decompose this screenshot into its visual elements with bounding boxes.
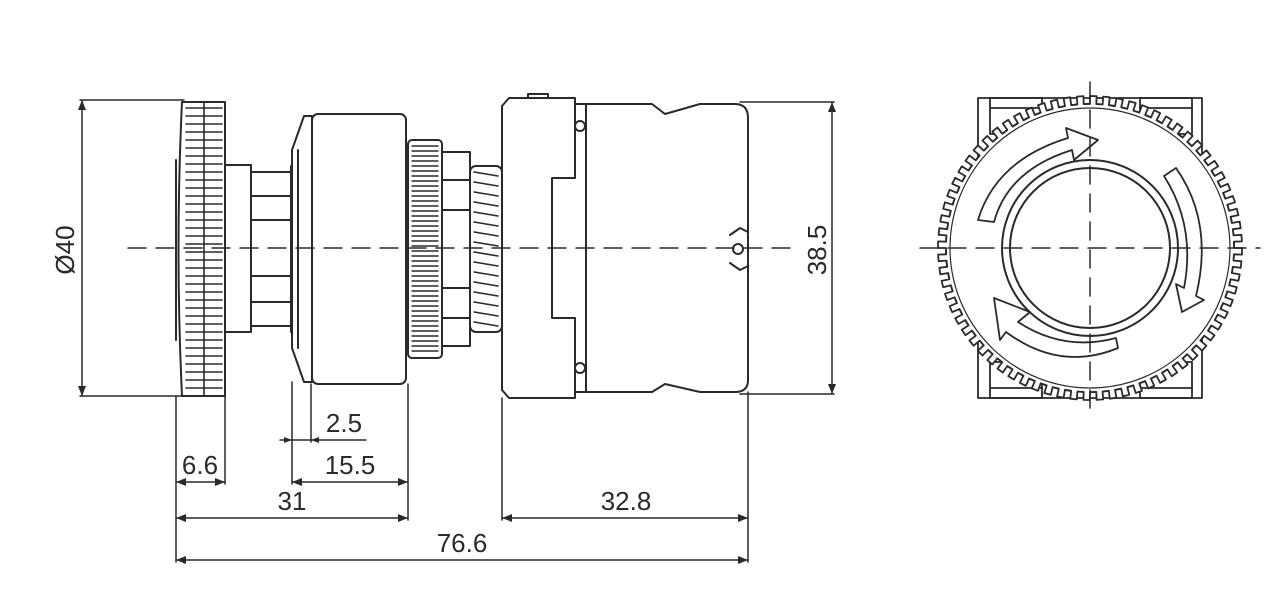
- bezel: [291, 113, 407, 385]
- thread-line: [473, 311, 499, 317]
- dimension-arrows: [78, 100, 836, 564]
- thread-line: [473, 231, 499, 237]
- thread-line: [473, 201, 499, 207]
- front-view: [919, 81, 1261, 413]
- thread-line: [473, 171, 499, 177]
- thread-line: [473, 321, 499, 327]
- locking-ring: [407, 139, 443, 359]
- thread-line: [473, 291, 499, 297]
- thread-line: [473, 251, 499, 257]
- thread-line: [473, 181, 499, 187]
- thread-line: [473, 261, 499, 267]
- thread-line: [473, 241, 499, 247]
- thread-line: [473, 211, 499, 217]
- thread-line: [473, 281, 499, 287]
- dim-15-5-label: 15.5: [325, 450, 376, 480]
- dim-height-label: 38.5: [802, 225, 832, 276]
- contact-block: [501, 93, 749, 399]
- thread-line: [473, 271, 499, 277]
- dim-6-6-label: 6.6: [182, 450, 218, 480]
- dim-2-5-label: 2.5: [326, 408, 362, 438]
- thread-line: [473, 221, 499, 227]
- knob-head: [175, 101, 226, 397]
- dim-diameter-label: Ø40: [50, 225, 80, 274]
- dim-32-8-label: 32.8: [601, 486, 652, 516]
- dimension-lines: [79, 99, 835, 563]
- thread-line: [473, 191, 499, 197]
- threaded-body: [441, 151, 503, 347]
- dim-31-label: 31: [278, 486, 307, 516]
- rotation-arrow-icon: [977, 127, 1205, 358]
- dim-76-6-label: 76.6: [437, 528, 488, 558]
- thread-line: [473, 301, 499, 307]
- side-view: Ø40 38.5 2.5 6.6 15.5 31 32.8 76.6: [50, 93, 836, 564]
- center-mark-icon: [919, 81, 1261, 413]
